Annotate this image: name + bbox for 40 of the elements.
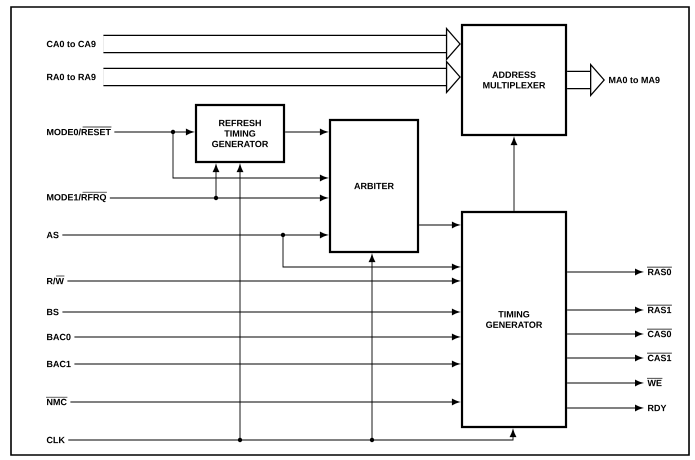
arrow [566,330,643,338]
signal-label: RDY [648,404,666,412]
arrow [114,132,328,182]
arrow [109,164,220,198]
arrow [68,429,516,440]
signal-label: AS [46,232,59,238]
signal-label: RAS0 [646,266,672,276]
arrow [284,128,328,136]
signal-label: MODE0/RESET [47,126,112,136]
refresh-timing-generator-box: REFRESH TIMING GENERATOR [194,104,286,164]
signal-label: RAS1 [646,304,672,314]
arbiter-box: ARBITER [328,118,420,254]
arrow [566,404,643,412]
arrow [62,308,460,316]
arrow [566,306,643,314]
signal-label: BAC0 [47,334,71,340]
arrow [62,234,460,270]
arrow [418,222,460,228]
signal-label: NMC [46,396,68,406]
signal-label: RA0 to RA9 [47,74,96,80]
arrow [510,137,518,212]
signal-label: CLK [46,436,65,444]
arrow [74,360,460,368]
signal-label: CA0 to CA9 [46,40,96,48]
arrow [66,278,460,284]
signal-label: BS [47,308,59,316]
signal-label: CAS0 [646,328,672,338]
signal-label: MODE1/RFRQ [47,192,108,202]
signal-label: WE [646,378,663,386]
arrow [74,334,460,340]
timing-generator-box: TIMING GENERATOR [460,210,568,428]
signal-label: BAC1 [47,360,71,368]
arrow [566,380,643,386]
signal-label: R/W [47,276,65,284]
arrow [566,354,643,362]
arrow [70,398,460,406]
signal-label: MA0 to MA9 [609,76,660,84]
address-multiplexer-box: ADDRESS MULTIPLEXER [460,24,568,136]
arrow [566,268,643,276]
signal-label: CAS1 [646,352,672,362]
